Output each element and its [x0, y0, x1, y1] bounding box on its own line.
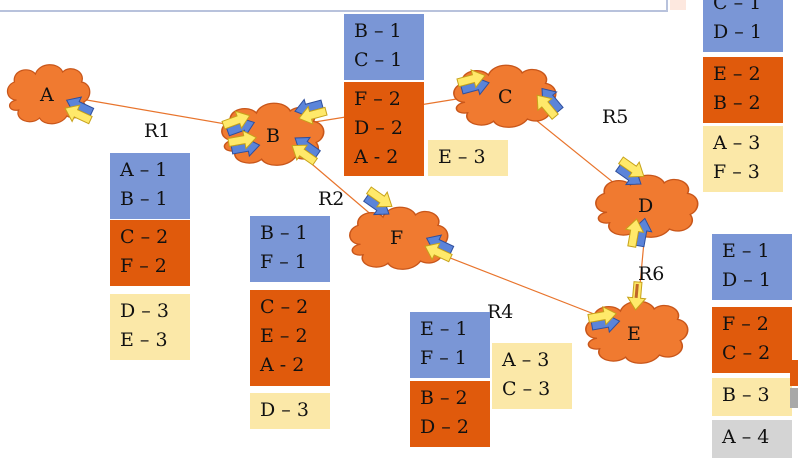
table-row: C – 1	[713, 0, 762, 14]
top-cost1-box: B – 1 C – 1	[344, 14, 424, 80]
r2-cost2-box: C – 2 E – 2 A - 2	[250, 290, 330, 386]
table-row: E – 3	[438, 146, 486, 168]
r5-cost1-box: C – 1 D – 1	[703, 0, 783, 52]
r2-cost3-box: D – 3	[250, 393, 330, 429]
table-row: B – 1	[120, 188, 168, 210]
table-row: D – 3	[120, 300, 169, 322]
table-row: D – 3	[260, 399, 309, 421]
table-row: F – 2	[722, 313, 769, 335]
table-row: B – 2	[713, 92, 761, 114]
table-row: B – 2	[420, 387, 468, 409]
table-row: F – 3	[713, 161, 760, 183]
r6-cost2-box: F – 2 C – 2	[712, 307, 792, 373]
table-row: E – 1	[722, 240, 770, 262]
top-frame	[0, 0, 668, 12]
table-row: A - 2	[354, 146, 399, 168]
table-row: A – 3	[502, 349, 550, 371]
side-bar-orange	[790, 360, 798, 386]
r4-cost3-box: A – 3 C – 3	[492, 343, 572, 409]
r4-cost1-box: E – 1 F – 1	[410, 312, 490, 378]
node-label-f: F	[390, 227, 403, 249]
table-row: F – 2	[354, 88, 401, 110]
router-label-r1: R1	[144, 120, 170, 142]
table-row: D – 1	[722, 269, 771, 291]
node-label-e: E	[627, 323, 641, 345]
table-row: C – 1	[354, 49, 403, 71]
table-row: A – 4	[722, 426, 770, 448]
router-label-r4: R4	[487, 301, 513, 323]
table-row: F – 1	[260, 251, 307, 273]
node-label-b: B	[266, 125, 280, 147]
r6-cost4-box: A – 4	[712, 420, 792, 458]
table-row: E – 1	[420, 318, 468, 340]
table-row: D – 2	[420, 416, 469, 438]
r4-cost2-box: B – 2 D – 2	[410, 381, 490, 447]
top-cost3-box: E – 3	[428, 140, 508, 176]
router-label-r2: R2	[318, 188, 344, 210]
side-bar-gray	[790, 388, 798, 408]
top-cost2-box: F – 2 D – 2 A - 2	[344, 82, 424, 176]
table-row: D – 2	[354, 117, 403, 139]
table-row: D – 1	[713, 21, 762, 43]
table-row: A - 2	[260, 354, 305, 376]
table-row: C – 2	[260, 296, 309, 318]
top-frame-tab	[670, 0, 686, 10]
table-row: F – 1	[420, 347, 467, 369]
table-row: C – 2	[722, 342, 771, 364]
table-row: A – 1	[120, 159, 168, 181]
r6-cost3-box: B – 3	[712, 378, 792, 416]
r2-cost1-box: B – 1 F – 1	[250, 216, 330, 282]
r1-cost1-box: A – 1 B – 1	[110, 153, 190, 219]
table-row: B – 3	[722, 384, 770, 406]
r6-cost1-box: E – 1 D – 1	[712, 234, 792, 300]
router-labels: R1 R2 R4 R5 R6	[144, 106, 664, 323]
r5-cost3-box: A – 3 F – 3	[703, 126, 783, 192]
r5-cost2-box: E – 2 B – 2	[703, 57, 783, 123]
table-row: C – 3	[502, 378, 551, 400]
node-labels: A B C D E F	[39, 84, 653, 345]
table-row: A – 3	[713, 132, 761, 154]
node-label-d: D	[638, 195, 653, 217]
table-row: E – 2	[260, 325, 308, 347]
r1-cost2-box: C – 2 F – 2	[110, 220, 190, 286]
table-row: E – 2	[713, 63, 761, 85]
table-row: E – 3	[120, 329, 168, 351]
table-row: B – 1	[354, 20, 402, 42]
router-label-r5: R5	[602, 106, 628, 128]
r1-cost3-box: D – 3 E – 3	[110, 294, 190, 360]
node-label-c: C	[498, 86, 513, 108]
table-row: C – 2	[120, 226, 169, 248]
node-label-a: A	[39, 84, 54, 106]
table-row: B – 1	[260, 222, 308, 244]
router-label-r6: R6	[638, 263, 664, 285]
table-row: F – 2	[120, 255, 167, 277]
